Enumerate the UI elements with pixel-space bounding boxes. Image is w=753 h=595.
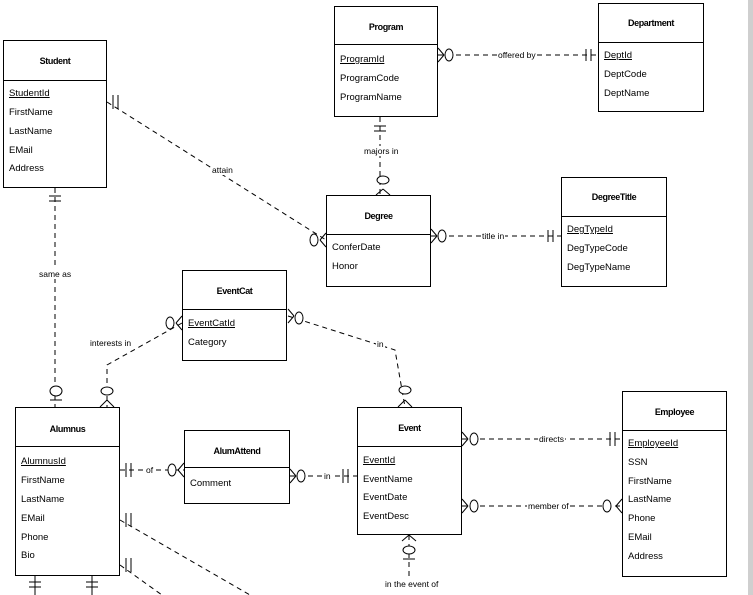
attribute: Comment <box>190 478 232 489</box>
attribute: FirstName <box>21 475 65 486</box>
divider <box>185 467 289 468</box>
label-majors-in: majors in <box>363 146 400 156</box>
divider <box>327 234 430 235</box>
attribute: Honor <box>332 261 358 272</box>
attribute-pk: StudentId <box>9 88 50 99</box>
divider <box>335 44 437 45</box>
rel-member-of <box>461 498 623 514</box>
label-offered-by: offered by <box>497 50 537 60</box>
label-same-as: same as <box>38 269 73 279</box>
entity-degree[interactable]: Degree ConferDate Honor <box>326 195 431 287</box>
rel-eventcat-in <box>287 308 413 408</box>
divider <box>623 430 726 431</box>
attribute: FirstName <box>628 476 672 487</box>
attribute: EventName <box>363 474 413 485</box>
window-edge <box>748 0 753 595</box>
attribute: FirstName <box>9 107 53 118</box>
divider <box>183 309 286 310</box>
attribute: EMail <box>9 145 33 156</box>
attribute: EMail <box>628 532 652 543</box>
entity-degreetitle[interactable]: DegreeTitle DegTypeId DegTypeCode DegTyp… <box>561 177 667 287</box>
attribute: ConferDate <box>332 242 381 253</box>
rel-event-in <box>289 468 357 484</box>
rel-directs <box>461 431 622 447</box>
divider <box>4 80 106 81</box>
entity-title: AlumAttend <box>213 446 261 456</box>
entity-program[interactable]: Program ProgramId ProgramCode ProgramNam… <box>334 6 438 117</box>
entity-title: Degree <box>364 211 393 221</box>
divider <box>358 446 461 447</box>
attribute: Bio <box>21 550 35 561</box>
label-title-in: title in <box>481 231 506 241</box>
divider <box>16 446 119 447</box>
attribute: EMail <box>21 513 45 524</box>
attribute-pk: DeptId <box>604 50 632 61</box>
attribute-pk: ProgramId <box>340 54 385 65</box>
rel-offered-by <box>437 47 598 63</box>
entity-title: Program <box>368 22 404 32</box>
label-eventcat-in: in <box>376 339 385 349</box>
attribute: EventDesc <box>363 511 409 522</box>
rel-in-the-event-of <box>401 534 417 580</box>
attribute-pk: EventCatId <box>188 318 235 329</box>
attribute: ProgramCode <box>340 73 400 84</box>
attribute-pk: AlumnusId <box>21 456 66 467</box>
attribute: DeptCode <box>604 69 647 80</box>
label-event-in: in <box>323 471 332 481</box>
attribute: DeptName <box>604 88 650 99</box>
label-interests-in: interests in <box>89 338 133 348</box>
attribute: DegTypeCode <box>567 243 628 254</box>
attribute: Phone <box>21 532 49 543</box>
entity-title: Student <box>39 56 71 66</box>
rel-majors-in <box>374 117 391 196</box>
attribute: LastName <box>9 126 53 137</box>
label-directs: directs <box>538 434 566 444</box>
entity-title: Department <box>627 18 674 28</box>
label-member-of: member of <box>527 501 570 511</box>
rel-same-as <box>49 188 63 407</box>
attribute-pk: EventId <box>363 455 396 466</box>
attribute: Category <box>188 337 227 348</box>
entity-employee[interactable]: Employee EmployeeId SSN FirstName LastNa… <box>622 391 727 577</box>
attribute: Address <box>9 163 44 174</box>
entity-alumattend[interactable]: AlumAttend Comment <box>184 430 290 504</box>
entity-eventcat[interactable]: EventCat EventCatId Category <box>182 270 287 361</box>
attribute: DegTypeName <box>567 262 631 273</box>
rel-interests-in <box>99 315 183 408</box>
divider <box>562 216 666 217</box>
entity-student[interactable]: Student StudentId FirstName LastName EMa… <box>3 40 107 188</box>
entity-title: Event <box>398 423 421 433</box>
attribute: LastName <box>21 494 65 505</box>
attribute: Phone <box>628 513 656 524</box>
entity-event[interactable]: Event EventId EventName EventDate EventD… <box>357 407 462 535</box>
label-of: of <box>145 465 155 475</box>
entity-title: EventCat <box>216 286 253 296</box>
entity-title: Employee <box>654 407 695 417</box>
attribute-pk: EmployeeId <box>628 438 679 449</box>
entity-department[interactable]: Department DeptId DeptCode DeptName <box>598 3 704 112</box>
attribute: LastName <box>628 494 672 505</box>
divider <box>599 42 703 43</box>
attribute: EventDate <box>363 492 408 503</box>
alumnus-bottom-connectors <box>29 513 251 595</box>
attribute-pk: DegTypeId <box>567 224 613 235</box>
attribute: Address <box>628 551 663 562</box>
attribute: SSN <box>628 457 648 468</box>
label-attain: attain <box>211 165 234 175</box>
label-in-the-event-of: in the event of <box>384 579 440 589</box>
entity-title: Alumnus <box>49 424 86 434</box>
entity-title: DegreeTitle <box>591 192 637 202</box>
attribute: ProgramName <box>340 92 402 103</box>
entity-alumnus[interactable]: Alumnus AlumnusId FirstName LastName EMa… <box>15 407 120 576</box>
